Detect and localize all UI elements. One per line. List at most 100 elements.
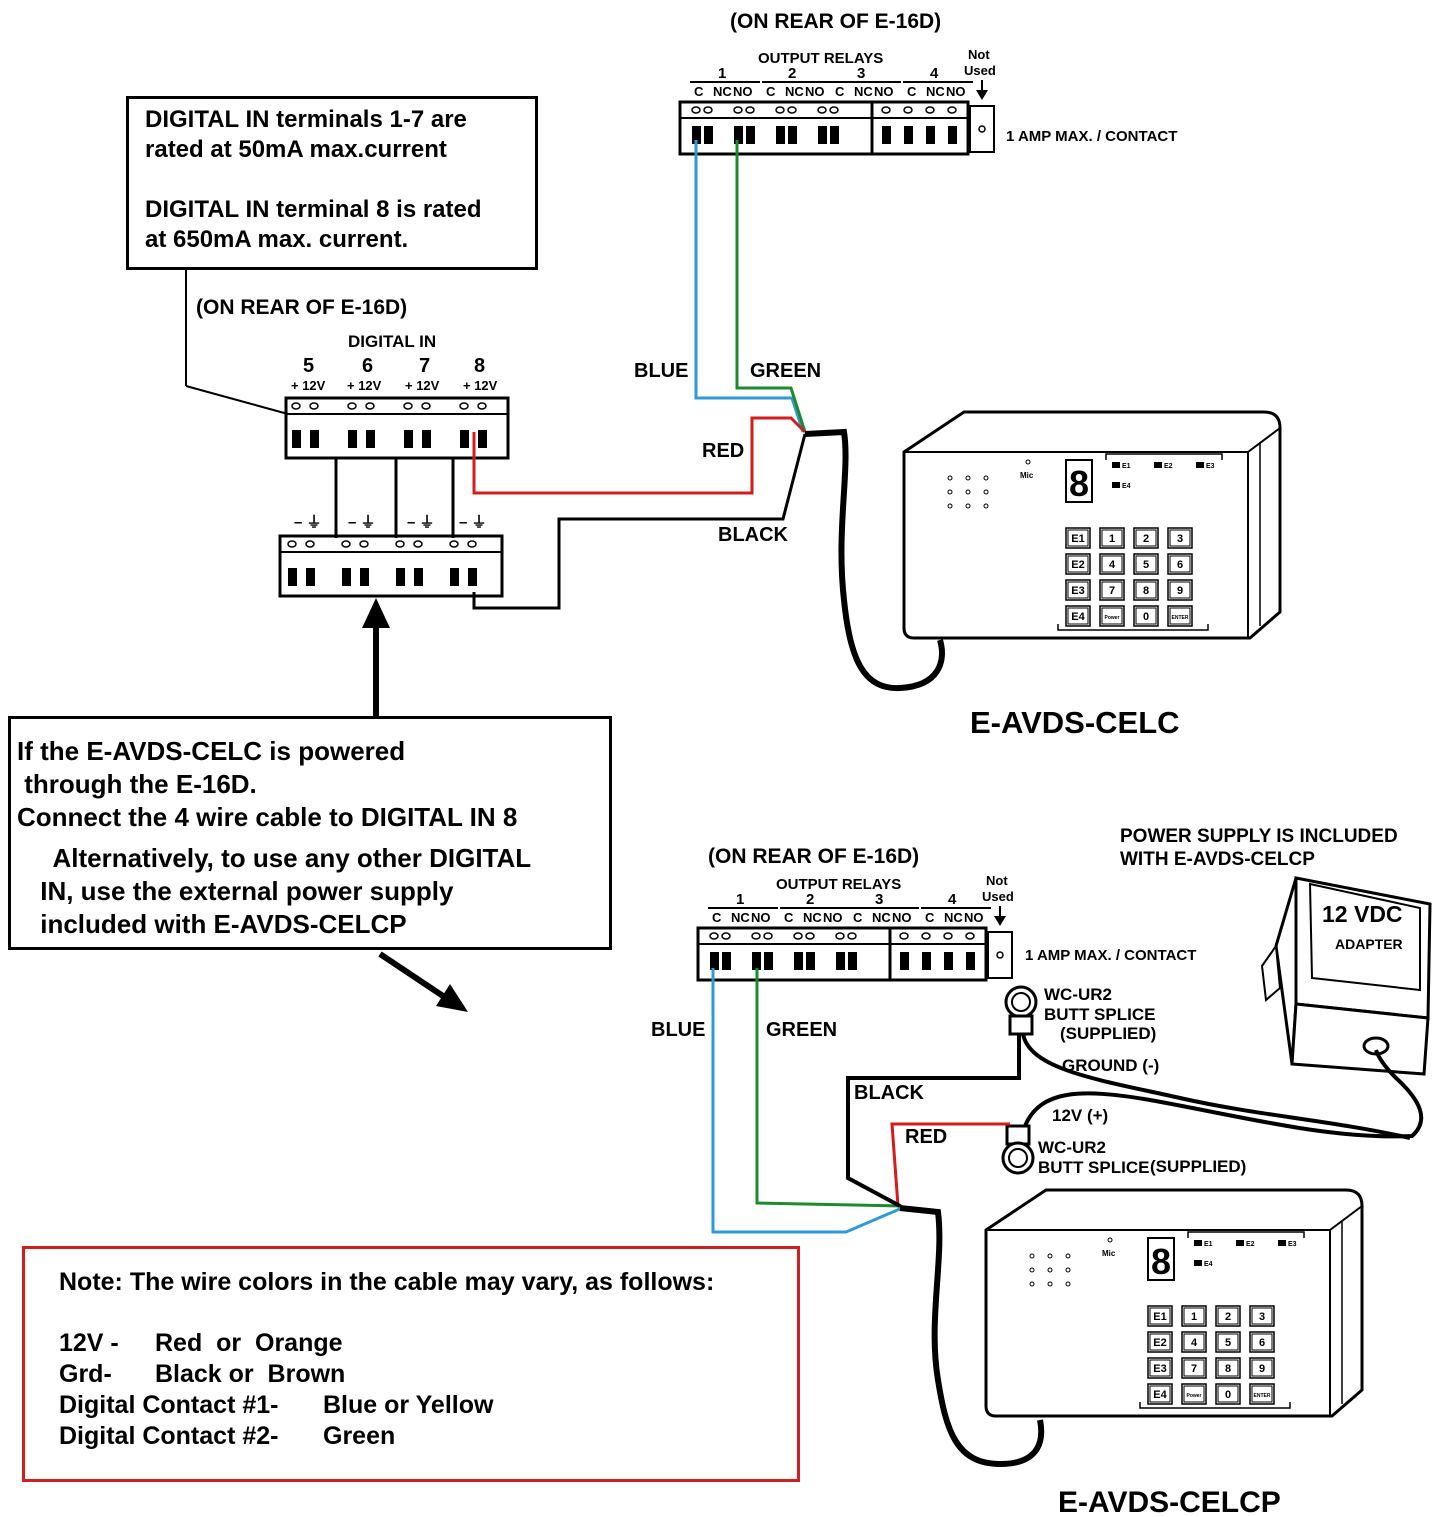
top-splice-label-line: BUTT SPLICE bbox=[1044, 1005, 1155, 1024]
relay-number: 1 bbox=[736, 891, 744, 908]
terminal-screw bbox=[751, 932, 761, 940]
power-instructions-box: If the E-AVDS-CELC is powered through th… bbox=[8, 716, 612, 950]
terminal-screw bbox=[745, 106, 755, 114]
keypad-key bbox=[1167, 527, 1193, 549]
keypad-key-face bbox=[1183, 1359, 1205, 1377]
terminal-pin-slot bbox=[306, 568, 315, 586]
speaker-hole bbox=[947, 489, 953, 495]
keypad-key-label: 1 bbox=[1109, 533, 1115, 545]
digital-in-number-6: 6 bbox=[362, 355, 373, 377]
power-supply-note-line: WITH E-AVDS-CELCP bbox=[1120, 849, 1315, 870]
keypad-key-face bbox=[1067, 529, 1089, 547]
power-line: Connect the 4 wire cable to DIGITAL IN 8 bbox=[17, 802, 518, 832]
device-housing bbox=[984, 1188, 1364, 1418]
terminal-screw bbox=[309, 402, 319, 410]
keypad-key-face bbox=[1067, 581, 1089, 599]
unused-terminal-screw bbox=[996, 951, 1004, 959]
bottom-black-wire bbox=[846, 1034, 1021, 1208]
terminal-pin-slot bbox=[794, 952, 803, 970]
relay-number: 1 bbox=[718, 65, 726, 82]
terminal-pin-slot bbox=[848, 952, 857, 970]
relay-number: 4 bbox=[930, 65, 939, 82]
bottom-green-wire bbox=[755, 968, 903, 1208]
ratings-line bbox=[145, 165, 535, 195]
digital-in-number-7: 7 bbox=[419, 355, 430, 377]
speaker-hole bbox=[1065, 1281, 1071, 1287]
bottom-splice-label-line: (SUPPLIED) bbox=[1150, 1157, 1246, 1176]
status-led bbox=[1154, 462, 1162, 468]
keypad-key-face bbox=[1101, 529, 1123, 547]
top-green-wire bbox=[735, 140, 807, 433]
ground-terminal-label: – ⏚ bbox=[348, 514, 376, 531]
terminal-screw bbox=[477, 402, 487, 410]
top-blue-wire bbox=[694, 140, 805, 433]
keypad-key-face bbox=[1217, 1307, 1239, 1325]
keypad-key-label: 4 bbox=[1191, 1337, 1198, 1349]
adapter-voltage-label: 12 VDC bbox=[1322, 901, 1403, 927]
keypad-key-label: 7 bbox=[1109, 585, 1115, 597]
top-wire-label-blue: BLUE bbox=[634, 360, 688, 382]
keypad-key-face bbox=[1251, 1385, 1273, 1403]
keypad-key-face bbox=[1217, 1385, 1239, 1403]
speaker-hole bbox=[1029, 1267, 1035, 1273]
terminal-pin-slot bbox=[460, 430, 469, 448]
keypad-key-label: Power bbox=[1104, 615, 1119, 621]
status-led bbox=[1112, 482, 1120, 488]
keypad-key bbox=[1133, 605, 1159, 627]
terminal-pin-slot bbox=[404, 430, 413, 448]
relay-terminal-label: NO bbox=[946, 84, 966, 99]
keypad-key-label: 3 bbox=[1259, 1311, 1265, 1323]
12vdc-adapter bbox=[1260, 876, 1432, 1076]
power-line: through the E-16D. bbox=[17, 769, 257, 799]
wire-color-note-box: Note: The wire colors in the cable may v… bbox=[22, 1246, 800, 1482]
keypad-key bbox=[1065, 579, 1091, 601]
keypad-key bbox=[1099, 527, 1125, 549]
terminal-pin-slot bbox=[926, 126, 935, 144]
terminal-screw bbox=[793, 932, 803, 940]
keypad-key bbox=[1249, 1331, 1275, 1353]
digital-in-number-8: 8 bbox=[474, 355, 485, 377]
keypad-key-label: E4 bbox=[1153, 1389, 1167, 1401]
speaker-hole bbox=[983, 503, 989, 509]
terminal-screw bbox=[903, 106, 913, 114]
keypad-key-face bbox=[1251, 1307, 1273, 1325]
relay-number: 3 bbox=[857, 65, 865, 82]
terminal-pin-slot bbox=[776, 126, 785, 144]
terminal-pin-slot bbox=[722, 952, 731, 970]
relay-number: 2 bbox=[806, 891, 814, 908]
keypad-key-face bbox=[1135, 555, 1157, 573]
up-arrow-head bbox=[362, 598, 390, 628]
terminal-screw bbox=[403, 402, 413, 410]
keypad-key-label: 0 bbox=[1143, 611, 1149, 623]
terminal-screw bbox=[449, 540, 459, 548]
bottom-wire-label-blue: BLUE bbox=[651, 1019, 705, 1041]
keypad-key-face bbox=[1135, 529, 1157, 547]
terminal-screw bbox=[925, 106, 935, 114]
terminal-screw bbox=[291, 402, 301, 410]
current-ratings-box: DIGITAL IN terminals 1-7 are rated at 50… bbox=[126, 96, 538, 270]
seven-segment-digit: 8 bbox=[1069, 463, 1089, 504]
terminal-pin-slot bbox=[752, 952, 761, 970]
note-row-value: Red or Orange bbox=[155, 1329, 343, 1357]
note-heading: Note: The wire colors in the cable may v… bbox=[59, 1268, 715, 1296]
keypad-key-label: 8 bbox=[1143, 585, 1149, 597]
terminal-screw bbox=[709, 932, 719, 940]
note-row-label: Digital Contact #2- bbox=[59, 1422, 279, 1450]
bottom-relay-rear-label: (ON REAR OF E-16D) bbox=[708, 845, 919, 868]
terminal-screw bbox=[733, 106, 743, 114]
down-arrow-head bbox=[436, 984, 468, 1012]
terminal-pin-slot bbox=[348, 430, 357, 448]
speaker-hole bbox=[965, 503, 971, 509]
power-line: If the E-AVDS-CELC is powered bbox=[17, 736, 406, 766]
keypad-key bbox=[1133, 527, 1159, 549]
not-used-arrow-head bbox=[976, 90, 988, 100]
relay-terminal-label: NO bbox=[823, 910, 843, 925]
terminal-screw bbox=[347, 402, 357, 410]
ground-supply-wire bbox=[1021, 1033, 1411, 1140]
top-relay-amp-label: 1 AMP MAX. / CONTACT bbox=[1006, 128, 1177, 145]
power-line: Alternatively, to use any other DIGITAL bbox=[39, 843, 532, 873]
keypad-key-label: ENTER bbox=[1172, 615, 1189, 621]
power-line: IN, use the external power supply bbox=[33, 876, 454, 906]
keypad-key bbox=[1147, 1357, 1173, 1379]
terminal-screw bbox=[413, 540, 423, 548]
